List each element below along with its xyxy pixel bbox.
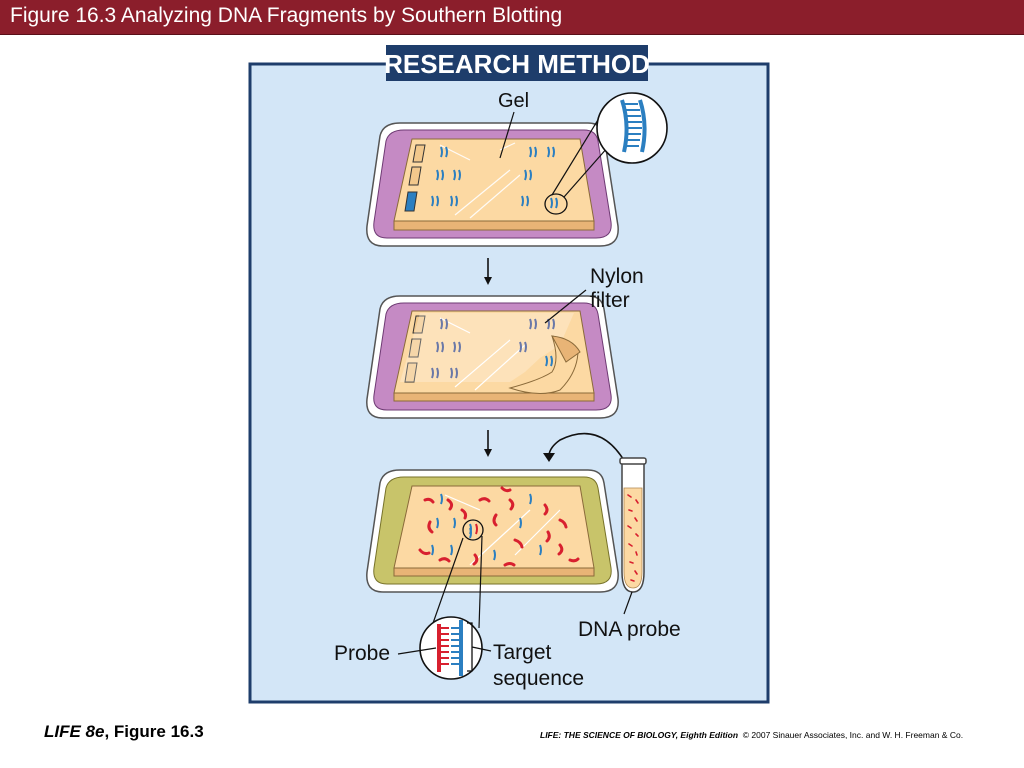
nylon-filter-label-line1: Nylon (590, 265, 644, 288)
nylon-filter-leader-line (544, 289, 587, 324)
filter-tray (366, 295, 619, 419)
nylon-filter-sheet (400, 313, 574, 382)
title-bar: Figure 16.3 Analyzing DNA Fragments by S… (0, 0, 1024, 35)
dna-bands (431, 146, 558, 209)
down-arrow-1 (484, 258, 492, 285)
footer-copyright: LIFE: THE SCIENCE OF BIOLOGY, Eighth Edi… (540, 730, 963, 740)
nylon-filter-label-line2: filter (590, 289, 630, 312)
footer-citation: LIFE 8e, Figure 16.3 (44, 722, 204, 742)
target-sequence-label-line2: sequence (493, 667, 584, 690)
research-method-header-box (386, 45, 648, 81)
gel-well (412, 144, 426, 163)
gel-well (404, 191, 418, 212)
hybridization-inset (419, 535, 483, 680)
curved-arrow-probe (543, 432, 626, 463)
magnify-circle-small (462, 519, 484, 541)
probe-tray (366, 469, 619, 593)
dna-probe-test-tube (619, 457, 647, 593)
footer-copyright-text: © 2007 Sinauer Associates, Inc. and W. H… (742, 730, 964, 740)
footer-figure-ref: , Figure 16.3 (104, 722, 204, 741)
probe-leader-line (397, 647, 437, 655)
footer-publisher-title: LIFE: THE SCIENCE OF BIOLOGY, Eighth Edi… (540, 730, 739, 740)
dna-probe-leader-line (623, 591, 633, 615)
gel-well (408, 166, 422, 186)
target-sequence-label-line1: Target (493, 641, 552, 664)
gel-label: Gel (498, 90, 529, 112)
magnify-circle-small (544, 193, 568, 215)
target-sequence-leader-line (471, 646, 492, 652)
dna-probe-label: DNA probe (578, 618, 681, 641)
probe-fragments (418, 486, 580, 567)
footer-book: LIFE 8e (44, 722, 105, 741)
gel-leader-line (499, 111, 515, 159)
down-arrow-2 (484, 430, 492, 457)
gel-tray (366, 122, 619, 247)
research-method-header: RESEARCH METHOD (384, 49, 650, 79)
dna-magnified-inset (551, 92, 668, 198)
page-title: Figure 16.3 Analyzing DNA Fragments by S… (10, 4, 563, 27)
probe-label: Probe (334, 642, 390, 665)
